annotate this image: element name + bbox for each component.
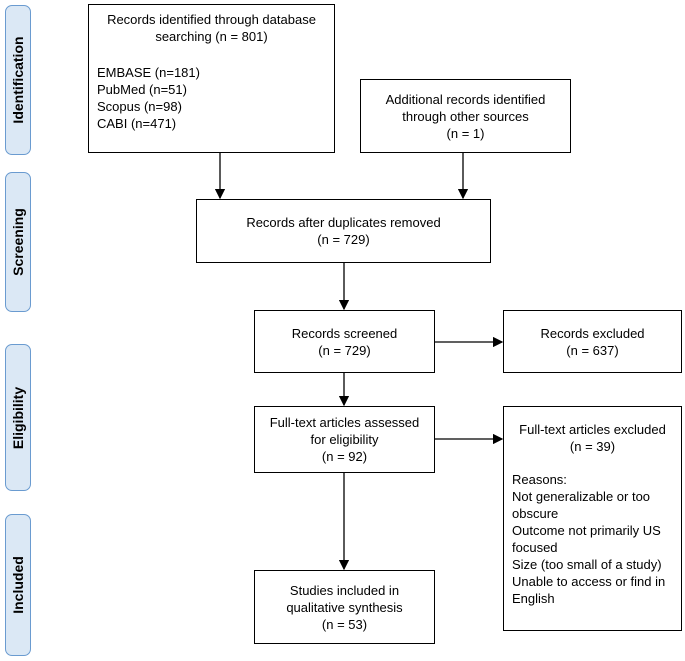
reasons-heading: Reasons:: [512, 472, 567, 487]
db-search-line-2: searching (n = 801): [155, 29, 268, 44]
fulltext-assessed-line-3: (n = 92): [321, 449, 368, 464]
studies-included-line-3: (n = 53): [321, 616, 368, 632]
reason-line-6: Unable to access or find in: [512, 574, 666, 589]
records-excluded-line-2: (n = 637): [566, 342, 619, 358]
db-search-line-1: Records identified through database: [107, 12, 316, 27]
reason-line-3: Outcome not primarily US: [512, 523, 661, 538]
db-source-cabi: CABI (n=471): [97, 116, 177, 131]
fulltext-excluded-box: Full-text articles excluded (n = 39) Rea…: [503, 406, 682, 631]
db-source-pubmed: PubMed (n=51): [97, 82, 187, 97]
studies-included-line-1: Studies included in: [289, 582, 400, 598]
phase-screening: Screening: [5, 172, 31, 312]
reason-line-2: obscure: [512, 506, 559, 521]
db-search-box: Records identified through database sear…: [88, 4, 335, 153]
records-excluded-line-1: Records excluded: [540, 325, 645, 341]
duplicates-removed-box: Records after duplicates removed (n = 72…: [196, 199, 491, 263]
phase-included: Included: [5, 514, 31, 656]
db-source-embase: EMBASE (n=181): [97, 65, 200, 80]
records-screened-box: Records screened (n = 729): [254, 310, 435, 373]
other-sources-line-2: through other sources: [402, 108, 529, 124]
duplicates-removed-line-2: (n = 729): [317, 232, 370, 247]
other-sources-box: Additional records identified through ot…: [360, 79, 571, 153]
fulltext-assessed-line-2: for eligibility: [310, 432, 379, 447]
records-screened-line-2: (n = 729): [318, 342, 371, 358]
records-screened-line-1: Records screened: [291, 325, 398, 341]
db-source-scopus: Scopus (n=98): [97, 99, 182, 114]
reason-line-1: Not generalizable or too: [512, 489, 651, 504]
reason-line-7: English: [512, 591, 555, 606]
phase-identification: Identification: [5, 5, 31, 155]
studies-included-box: Studies included in qualitative synthesi…: [254, 570, 435, 644]
other-sources-line-1: Additional records identified: [385, 91, 546, 107]
other-sources-line-3: (n = 1): [446, 125, 485, 141]
fulltext-assessed-line-1: Full-text articles assessed: [269, 415, 420, 430]
fulltext-assessed-box: Full-text articles assessed for eligibil…: [254, 406, 435, 473]
fulltext-excluded-line-2: (n = 39): [569, 439, 616, 454]
fulltext-excluded-line-1: Full-text articles excluded: [519, 422, 666, 437]
duplicates-removed-line-1: Records after duplicates removed: [246, 215, 441, 230]
records-excluded-box: Records excluded (n = 637): [503, 310, 682, 373]
phase-eligibility: Eligibility: [5, 344, 31, 491]
reason-line-4: focused: [512, 540, 558, 555]
studies-included-line-2: qualitative synthesis: [286, 599, 403, 615]
reason-line-5: Size (too small of a study): [512, 557, 662, 572]
